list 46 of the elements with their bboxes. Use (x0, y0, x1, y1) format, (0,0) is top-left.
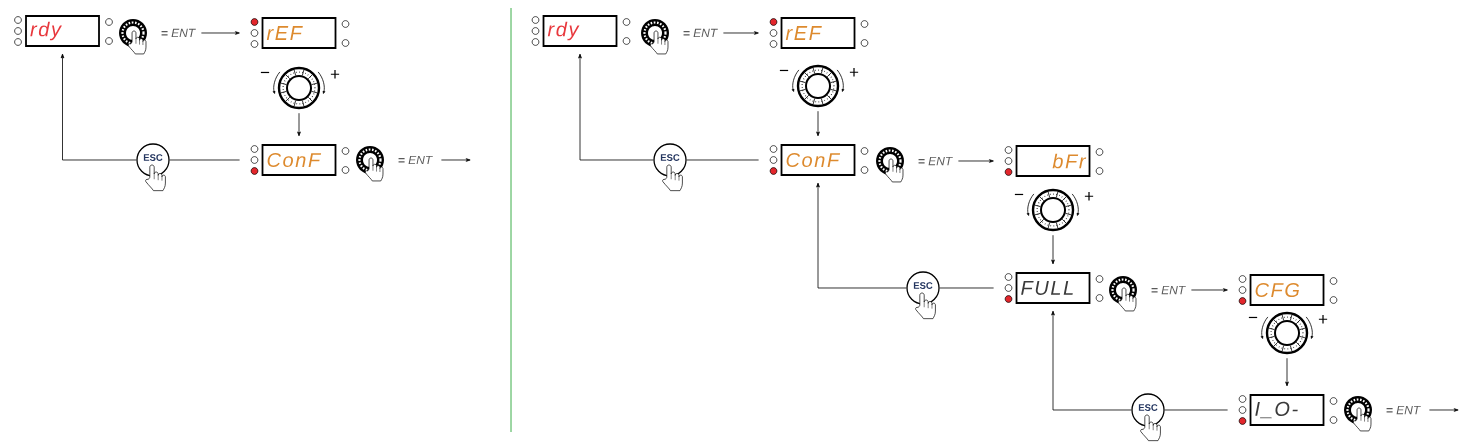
connector-line (1164, 409, 1228, 411)
connector-line (686, 159, 759, 161)
display-panel: rEF (780, 17, 856, 49)
display-panel: bFr (1015, 145, 1091, 177)
arrow (1285, 357, 1289, 387)
sign-label: − (779, 69, 789, 72)
key-label: = ENT (1151, 285, 1186, 295)
display-panel: rdy (542, 15, 618, 47)
display-panel: rEF (261, 17, 337, 49)
jog-dial (277, 66, 321, 110)
key-label: = ENT (683, 28, 718, 38)
arrow (1191, 288, 1228, 292)
arrow (201, 31, 240, 35)
arrow (1429, 408, 1459, 412)
display-panel: ConF (780, 144, 856, 176)
connector-line (169, 159, 240, 161)
arrow (723, 31, 759, 35)
arrow (578, 53, 654, 161)
display-panel: FULL (1015, 272, 1091, 304)
sign-label: + (1318, 315, 1328, 324)
sign-label: − (1248, 316, 1258, 319)
jog-dial (1265, 311, 1309, 355)
jog-dial (796, 64, 840, 108)
arrow (297, 112, 301, 137)
arrow (1051, 310, 1132, 411)
jog-dial (1031, 188, 1075, 232)
key-label: = ENT (398, 155, 433, 165)
key-label: = ENT (918, 156, 953, 166)
sign-label: + (330, 70, 340, 79)
sign-label: − (1014, 193, 1024, 196)
display-panel: I_O- (1249, 394, 1325, 426)
key-label: = ENT (161, 28, 196, 38)
arrow (816, 182, 907, 289)
sign-label: + (1084, 192, 1094, 201)
display-panel: ConF (261, 144, 337, 176)
arrow (1051, 234, 1055, 265)
display-panel: rdy (25, 15, 100, 47)
display-panel: CFG (1249, 274, 1325, 306)
key-label: = ENT (1386, 405, 1421, 415)
arrow (60, 53, 137, 161)
arrow (816, 110, 820, 137)
arrow (958, 159, 994, 163)
sign-label: + (849, 68, 859, 77)
connector-line (939, 287, 994, 289)
arrow (441, 158, 471, 162)
sign-label: − (260, 71, 270, 74)
